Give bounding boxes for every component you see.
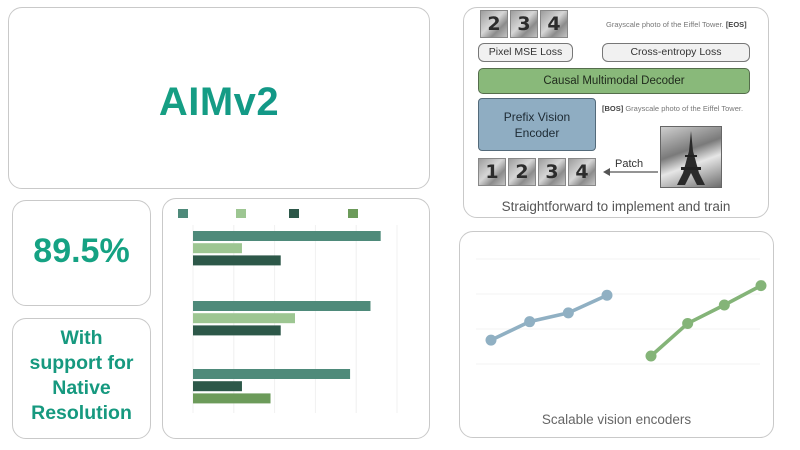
bar <box>193 313 295 324</box>
bar-chart <box>178 209 398 413</box>
patch-label: Patch <box>615 158 644 170</box>
input-patch-tile: 4 <box>568 158 596 186</box>
pixel-mse-loss-box: Pixel MSE Loss <box>478 43 573 62</box>
architecture-diagram-card: 2 3 4 Grayscale photo of the Eiffel Towe… <box>463 7 769 218</box>
bos-token: [BOS] <box>602 104 624 113</box>
bar <box>193 301 371 311</box>
title-card: AIMv2 <box>8 7 430 189</box>
eiffel-tower-icon <box>677 131 705 185</box>
output-patch-tile: 3 <box>510 10 538 38</box>
cross-entropy-loss-box: Cross-entropy Loss <box>602 43 750 62</box>
series-line <box>649 284 762 358</box>
bar <box>193 393 271 404</box>
legend-swatch <box>178 209 188 218</box>
data-point <box>718 299 730 311</box>
bar <box>193 381 242 392</box>
data-point <box>524 316 536 328</box>
accuracy-value: 89.5% <box>33 232 130 270</box>
patch-arrow-icon <box>603 168 658 176</box>
data-point <box>645 350 657 362</box>
diagram-caption: Straightforward to implement and train <box>501 199 731 214</box>
data-point <box>562 307 574 319</box>
data-point <box>601 289 613 301</box>
bar <box>193 325 281 336</box>
series-line <box>490 293 608 342</box>
bar <box>193 243 242 254</box>
multimodal-decoder-box: Causal Multimodal Decoder <box>478 68 750 94</box>
accuracy-card: 89.5% <box>12 200 151 306</box>
native-resolution-card: With support for Native Resolution <box>12 318 151 439</box>
bar <box>193 231 381 241</box>
input-caption: [BOS] Grayscale photo of the Eiffel Towe… <box>602 104 744 113</box>
input-patch-tile: 1 <box>478 158 506 186</box>
output-patch-tile: 4 <box>540 10 568 38</box>
scaling-chart-card: Scalable vision encoders <box>459 231 774 438</box>
input-patch-tile: 2 <box>508 158 536 186</box>
legend-swatch <box>236 209 246 218</box>
eos-token: [EOS] <box>725 20 747 29</box>
legend-swatch <box>348 209 358 218</box>
legend-swatch <box>289 209 299 218</box>
native-resolution-text: With support for Native Resolution <box>29 327 134 424</box>
scaling-caption: Scalable vision encoders <box>541 412 692 427</box>
bar-chart-card <box>162 198 430 439</box>
bar <box>193 369 351 379</box>
data-point <box>755 280 767 292</box>
bar <box>193 255 281 266</box>
vision-encoder-box: Prefix Vision Encoder <box>478 98 596 151</box>
output-caption: Grayscale photo of the Eiffel Tower. [EO… <box>606 20 747 29</box>
output-patch-tile: 2 <box>480 10 508 38</box>
model-title: AIMv2 <box>9 80 429 125</box>
data-point <box>485 334 497 346</box>
scaling-line-chart <box>476 258 767 365</box>
eiffel-tower-photo <box>660 126 722 188</box>
data-point <box>682 317 694 329</box>
input-patch-tile: 3 <box>538 158 566 186</box>
